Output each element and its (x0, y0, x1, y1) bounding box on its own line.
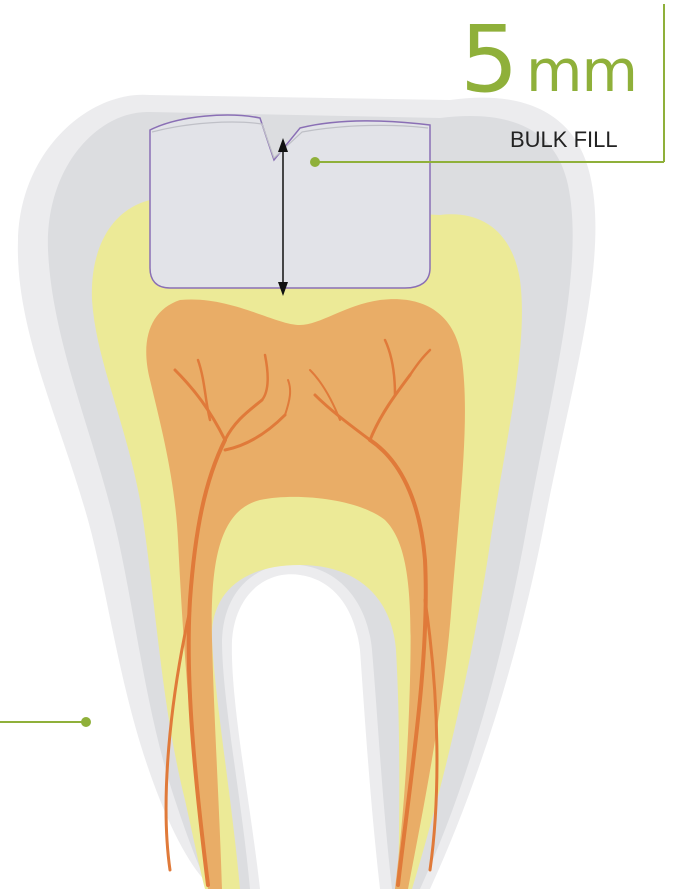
bulk-fill-label: BULK FILL (510, 128, 618, 152)
bulk-fill-restoration (150, 115, 430, 288)
depth-number: 5 (460, 14, 519, 106)
depth-unit: mm (526, 42, 637, 100)
